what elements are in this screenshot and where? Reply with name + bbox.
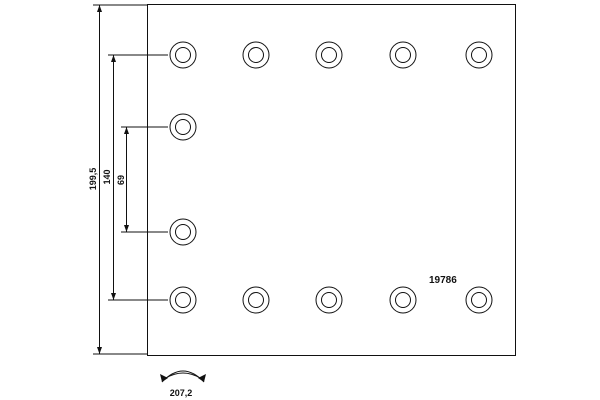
dimension-total-height-label: 199,5	[88, 168, 98, 191]
lining-plate-outline	[147, 4, 516, 356]
rivet-hole-top	[389, 41, 417, 69]
dimension-total-height: 199,5	[88, 4, 147, 355]
dimension-inner-hole-spacing-label: 69	[116, 175, 126, 185]
rivet-hole-bottom	[242, 286, 270, 314]
rivet-hole-top	[315, 41, 343, 69]
rivet-hole-middle	[169, 113, 197, 141]
arc-length-symbol: 207,2	[160, 370, 206, 398]
dimension-outer-hole-spacing: 140	[102, 54, 168, 301]
part-number: 19786	[429, 275, 457, 286]
rivet-hole-middle	[169, 218, 197, 246]
rivet-hole-bottom	[169, 286, 197, 314]
rivet-hole-bottom	[315, 286, 343, 314]
rivet-hole-top	[465, 41, 493, 69]
rivet-hole-bottom	[465, 286, 493, 314]
rivet-holes	[169, 41, 493, 314]
rivet-hole-top	[169, 41, 197, 69]
rivet-hole-top	[242, 41, 270, 69]
rivet-hole-bottom	[389, 286, 417, 314]
dimension-outer-hole-spacing-label: 140	[102, 169, 112, 184]
dimension-inner-hole-spacing: 69	[116, 126, 168, 233]
arc-length-label: 207,2	[170, 388, 193, 398]
